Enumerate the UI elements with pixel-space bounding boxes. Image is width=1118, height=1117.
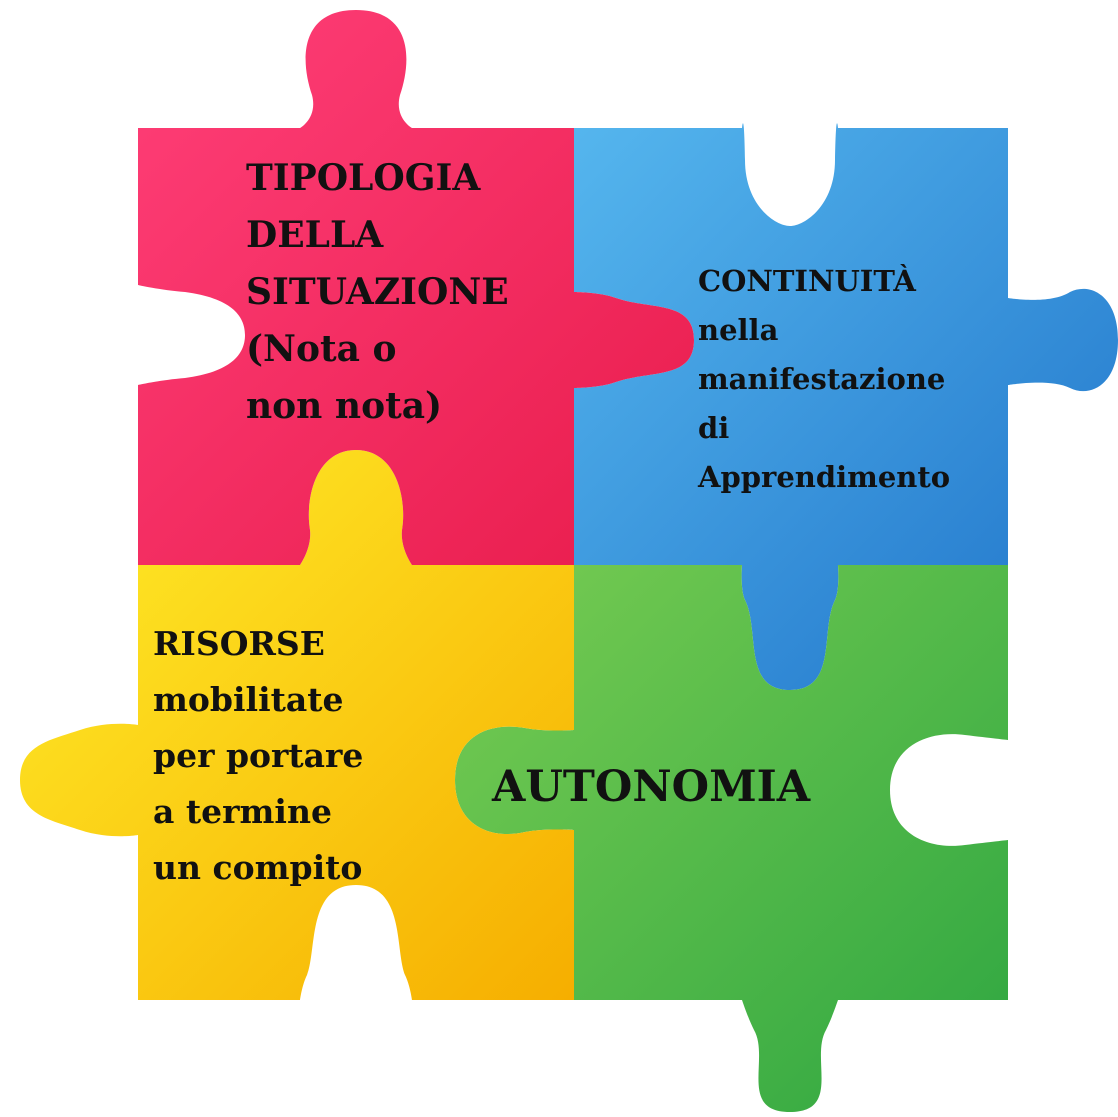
piece-blue-line: CONTINUITÀ bbox=[698, 264, 916, 298]
piece-blue-line: Apprendimento bbox=[698, 460, 951, 494]
piece-blue-line: di bbox=[698, 411, 730, 445]
piece-yellow-line: per portare bbox=[153, 736, 364, 775]
piece-yellow-line: mobilitate bbox=[153, 680, 344, 719]
piece-yellow-line: un compito bbox=[153, 848, 363, 887]
piece-red-line: TIPOLOGIA bbox=[246, 157, 481, 199]
piece-yellow-line: a termine bbox=[153, 792, 332, 831]
puzzle-piece-yellow bbox=[20, 450, 574, 1000]
piece-blue-text: CONTINUITÀ nella manifestazione di Appre… bbox=[698, 257, 950, 502]
piece-green-text: AUTONOMIA bbox=[492, 759, 810, 815]
piece-blue-line: nella bbox=[698, 313, 779, 347]
piece-yellow-line: RISORSE bbox=[153, 624, 325, 663]
puzzle-piece-blue bbox=[574, 123, 1118, 690]
piece-red-line: SITUAZIONE bbox=[246, 271, 509, 313]
piece-red-line: non nota) bbox=[246, 385, 443, 427]
piece-green-line: AUTONOMIA bbox=[492, 762, 811, 812]
piece-yellow-text: RISORSE mobilitate per portare a termine… bbox=[153, 616, 363, 896]
piece-red-text: TIPOLOGIA DELLA SITUAZIONE (Nota o non n… bbox=[246, 150, 509, 435]
piece-red-line: (Nota o bbox=[246, 328, 397, 370]
piece-red-line: DELLA bbox=[246, 214, 384, 256]
piece-blue-line: manifestazione bbox=[698, 362, 946, 396]
puzzle-piece-red bbox=[138, 10, 694, 565]
puzzle-piece-green bbox=[455, 565, 1008, 1112]
